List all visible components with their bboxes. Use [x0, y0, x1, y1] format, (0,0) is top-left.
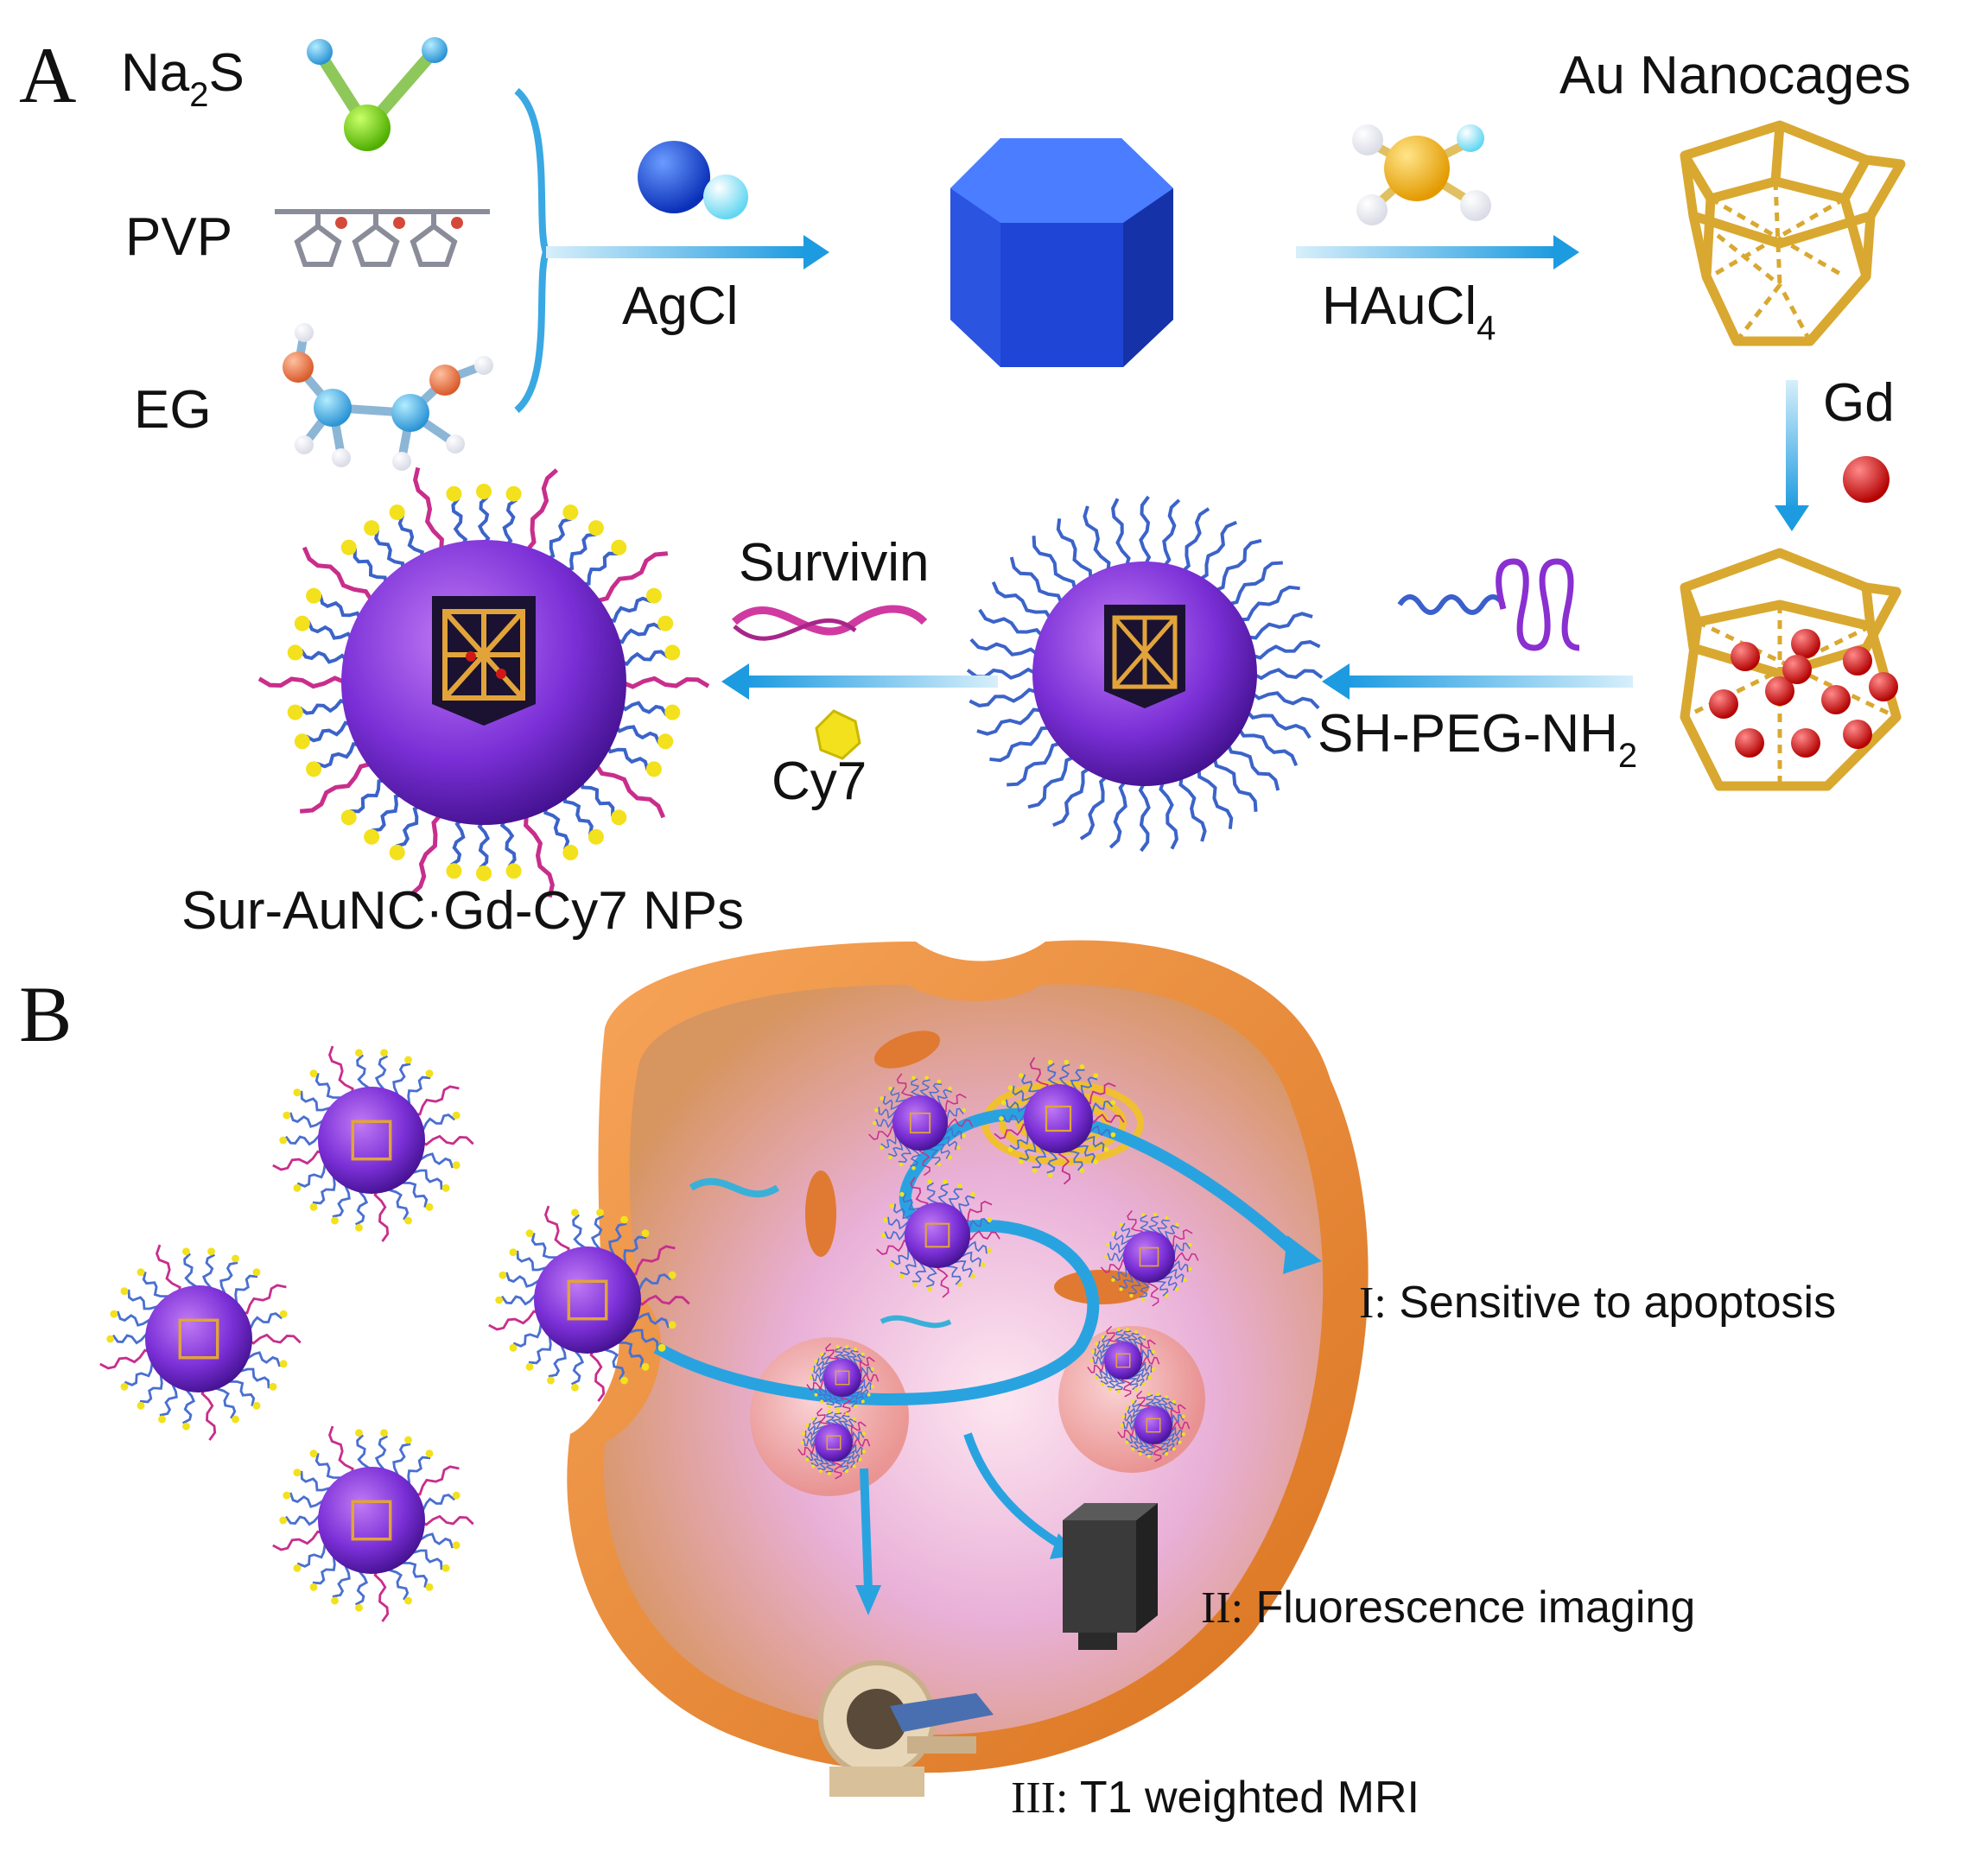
mri-scanner-icon [818, 1660, 994, 1797]
outcome-mri-label: III: T1 weighted MRI [1011, 1773, 1420, 1823]
step-survivin-label: Survivin [739, 533, 930, 593]
cy7-dye-icon [815, 709, 861, 760]
arrow-survivin [721, 663, 998, 700]
step-peg-label: SH-PEG-NH2 [1318, 704, 1637, 775]
haucl4-molecule-icon [1352, 124, 1491, 225]
arrow-haucl4 [1296, 235, 1579, 270]
outcome-apoptosis-label: I: Sensitive to apoptosis [1359, 1278, 1836, 1328]
small-nanoparticles-group [99, 1045, 1199, 1622]
au-nanocage-icon [1680, 120, 1906, 346]
step-cy7-label: Cy7 [772, 752, 867, 811]
sur-aunc-gd-cy7-nanoparticle-icon [257, 466, 710, 898]
step-haucl4-label: HAuCl4 [1322, 276, 1496, 347]
panel-label-b: B [19, 970, 72, 1058]
na2s-molecule-icon [307, 37, 448, 151]
panel-label-a: A [19, 31, 76, 119]
reagent-pvp-label: PVP [125, 207, 232, 267]
arrow-gd [1775, 380, 1809, 531]
step-au-nanocages-label: Au Nanocages [1559, 46, 1911, 105]
reagent-na2s-label: Na2S [121, 43, 245, 114]
cell-illustration [567, 940, 1369, 1773]
reagents-bracket [514, 87, 550, 414]
pegylated-nanoparticle-icon [966, 495, 1324, 853]
eg-molecule-icon [283, 323, 493, 471]
product-label: Sur-AuNC·Gd-Cy7 NPs [181, 881, 744, 941]
agcl-cube-icon [950, 138, 1173, 367]
arrow-agcl [546, 235, 829, 270]
gd-atom-icon [1843, 456, 1890, 503]
survivin-strand-icon [731, 605, 928, 641]
fluorescence-camera-icon [1063, 1503, 1158, 1650]
step-agcl-label: AgCl [622, 276, 738, 336]
step-gd-label: Gd [1823, 373, 1895, 433]
outcome-fluorescence-label: II: Fluorescence imaging [1201, 1583, 1695, 1633]
gd-loaded-nanocage-icon [1680, 548, 1902, 791]
arrow-peg [1322, 663, 1633, 700]
reagent-eg-label: EG [134, 380, 212, 440]
peg-chain-icon [1397, 558, 1580, 651]
agcl-molecule-icon [638, 141, 748, 219]
pvp-polymer-icon [275, 209, 490, 267]
